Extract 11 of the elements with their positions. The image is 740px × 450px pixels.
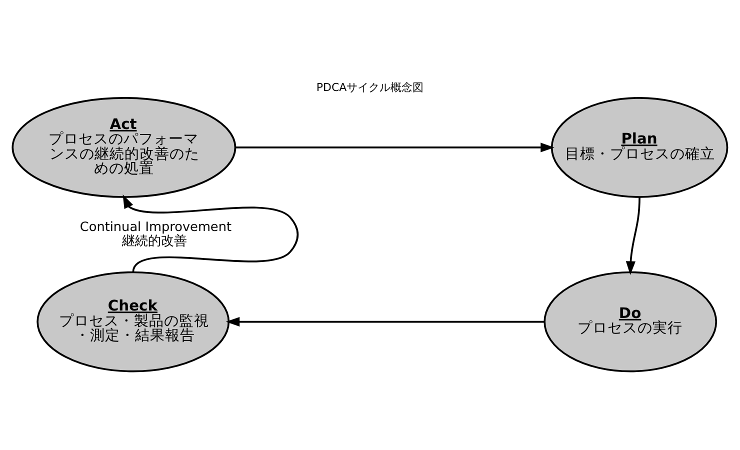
- node-ellipse: Act プロセスのパフォーマンスの継続的改善のための処置: [12, 97, 236, 198]
- label: Continual Improvement: [80, 220, 232, 236]
- node-ellipse: Plan 目標・プロセスの確立: [550, 97, 728, 198]
- arrow: [235, 142, 554, 152]
- label: 継続的改善: [122, 234, 188, 249]
- node-ellipse: Do プロセスの実行: [544, 271, 718, 372]
- diagram-title: PDCAサイクル概念図: [316, 81, 424, 94]
- arrow: [226, 316, 545, 327]
- node-ellipse: Check プロセス・製品の監視・測定・結果報告: [36, 271, 230, 372]
- arrow: [122, 194, 298, 273]
- arrow: [626, 197, 640, 276]
